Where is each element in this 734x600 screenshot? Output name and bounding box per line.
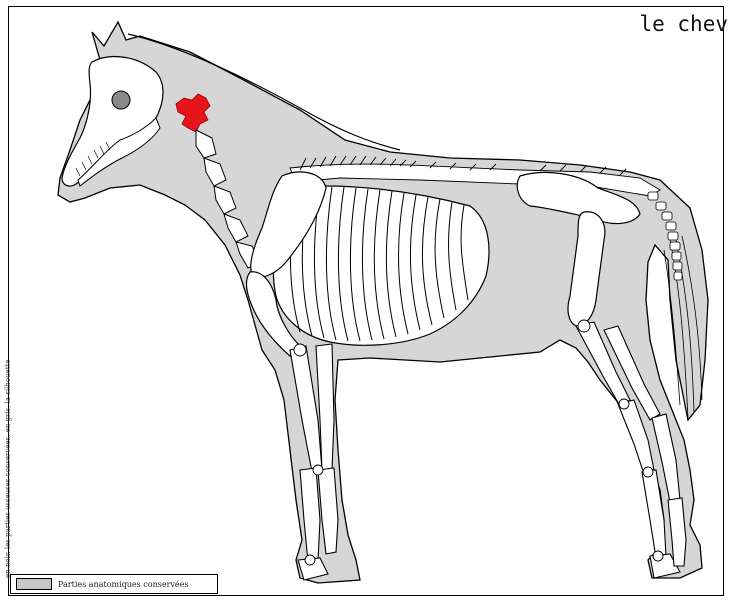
side-annotation-text: en noir, les parties osseuses conservées… (4, 359, 12, 578)
eye-socket (112, 91, 130, 109)
diagram-title: le chev (639, 12, 728, 36)
legend-label: Parties anatomiques conservées (58, 580, 189, 589)
legend-swatch (16, 578, 52, 590)
legend-box: Parties anatomiques conservées (10, 574, 218, 594)
side-annotation: en noir, les parties osseuses conservées… (2, 322, 16, 580)
